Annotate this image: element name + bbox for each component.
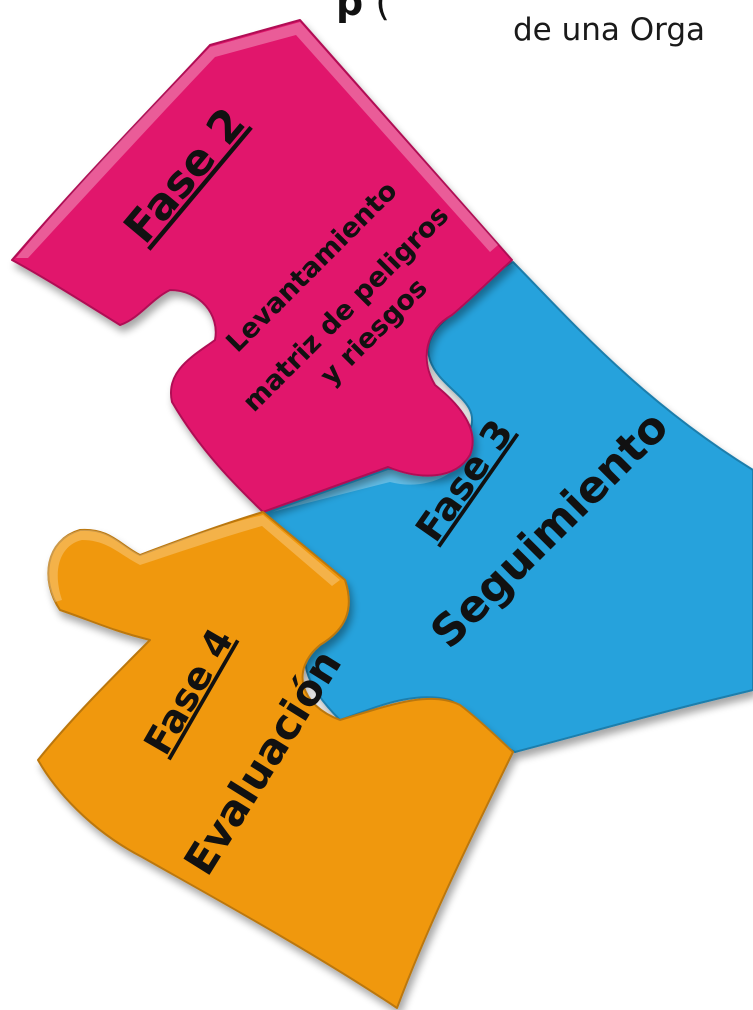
puzzle-piece-fase-4 bbox=[37, 511, 514, 1009]
puzzle-piece-fase-3 bbox=[262, 261, 753, 753]
header-line-1-rest: ( bbox=[363, 0, 391, 24]
header-line-1: p ( bbox=[336, 0, 390, 24]
header-line-1-bold: p bbox=[336, 0, 364, 24]
puzzle-piece-fase-2 bbox=[11, 19, 513, 513]
header-line-2: de una Orga bbox=[513, 12, 706, 48]
